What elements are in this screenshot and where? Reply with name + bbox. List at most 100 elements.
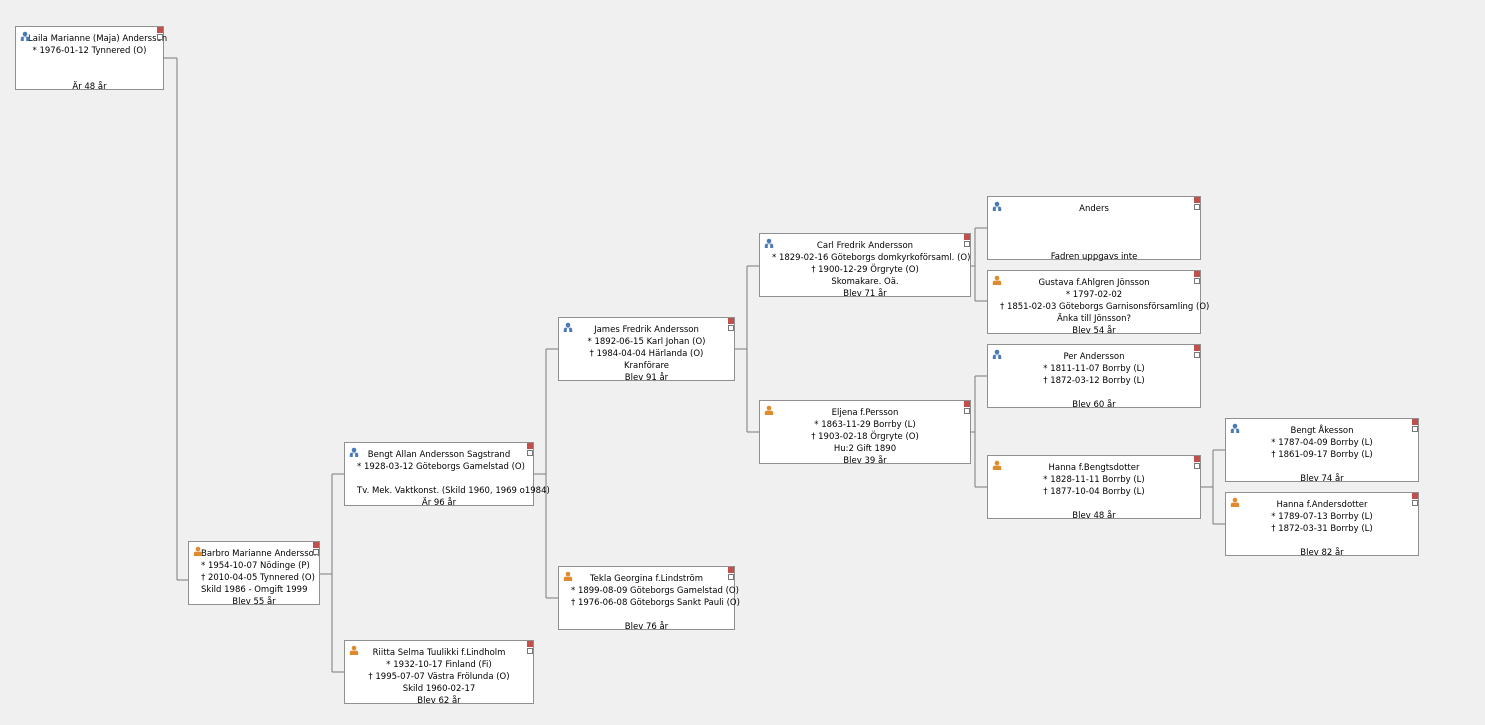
person-name: Laila Marianne (Maja) Andersson [28,34,168,44]
person-detail: Skild 1986 - Omgift 1999 [201,585,308,595]
person-card-bengt[interactable]: Bengt Allan Andersson Sagstrand* 1928-03… [344,442,550,508]
select-checkbox[interactable] [728,325,734,331]
female-person-icon [193,546,203,556]
person-age: Blev 60 år [1072,400,1116,410]
person-age: Är 96 år [421,498,457,508]
select-checkbox[interactable] [527,450,533,456]
select-checkbox[interactable] [1194,352,1200,358]
marker-icon[interactable] [1194,197,1200,203]
marker-icon[interactable] [527,443,533,449]
select-checkbox[interactable] [1412,500,1418,506]
male-person-icon [992,349,1002,359]
person-detail: * 1811-11-07 Borrby (L) [1043,364,1145,374]
person-card-james[interactable]: James Fredrik Andersson * 1892-06-15 Karl… [558,317,735,383]
marker-icon[interactable] [1412,419,1418,425]
person-detail: * 1932-10-17 Finland (Fi) [386,660,492,670]
person-detail: Skild 1960-02-17 [402,684,476,694]
male-person-icon [20,31,30,41]
person-detail: † 2010-04-05 Tynnered (O) [201,573,315,583]
person-age: Fadren uppgavs inte [1050,252,1138,262]
select-checkbox[interactable] [728,574,734,580]
select-checkbox[interactable] [313,549,319,555]
person-name: Bengt Åkesson [1290,426,1354,436]
person-card-carl[interactable]: Carl Fredrik Andersson * 1829-02-16 Göteb… [759,233,971,299]
person-name: Per Andersson [1063,352,1125,362]
person-detail: † 1877-10-04 Borrby (L) [1043,487,1145,497]
marker-icon[interactable] [1194,271,1200,277]
select-checkbox[interactable] [527,648,533,654]
person-card-laila[interactable]: Laila Marianne (Maja) Andersson* 1976-01… [15,26,168,92]
female-person-icon [349,645,359,655]
select-checkbox[interactable] [1194,278,1200,284]
person-name: Hanna f.Bengtsdotter [1048,463,1140,473]
male-person-icon [992,201,1002,211]
person-card-tekla[interactable]: Tekla Georgina f.Lindström * 1899-08-09 G… [558,566,740,632]
person-detail: * 1892-06-15 Karl Johan (O) [587,337,706,347]
person-card-eljena[interactable]: Eljena f.Persson * 1863-11-29 Borrby (L) †… [759,400,971,466]
person-name: Eljena f.Persson [831,408,899,418]
person-age: Blev 74 år [1300,474,1344,484]
person-card-barbro[interactable]: Barbro Marianne Andersson * 1954-10-07 Nö… [188,541,320,607]
marker-icon[interactable] [728,318,734,324]
person-detail: Kranförare [623,361,670,371]
person-detail: † 1900-12-29 Örgryte (O) [811,265,919,275]
person-note: Tv. Mek. Vaktkonst. (Skild 1960, 1969 o1… [357,486,550,496]
person-age: Blev 48 år [1072,511,1116,521]
female-person-icon [992,275,1002,285]
person-name: Anders [1079,204,1109,214]
person-age: Är 48 år [72,82,107,92]
female-person-icon [992,460,1002,470]
marker-icon[interactable] [527,641,533,647]
person-age: Blev 82 år [1300,548,1344,558]
person-age: Blev 76 år [624,622,669,632]
person-detail: † 1995-07-07 Västra Frölunda (O) [368,672,510,682]
person-name: Bengt Allan Andersson Sagstrand [367,450,511,460]
male-person-icon [563,322,573,332]
select-checkbox[interactable] [1194,463,1200,469]
marker-icon[interactable] [313,542,319,548]
person-card-bengt-akesson[interactable]: Bengt Åkesson * 1787-04-09 Borrby (L) † 18… [1225,418,1419,484]
person-detail: * 1899-08-09 Göteborgs Gamelstad (O) [571,586,739,596]
marker-icon[interactable] [964,234,970,240]
female-person-icon [563,571,573,581]
marker-icon[interactable] [964,401,970,407]
person-card-per[interactable]: Per Andersson * 1811-11-07 Borrby (L) † 18… [987,344,1201,410]
person-name: Carl Fredrik Andersson [816,241,914,251]
select-checkbox[interactable] [1412,426,1418,432]
person-name: James Fredrik Andersson [594,325,699,335]
person-detail: * 1954-10-07 Nödinge (P) [201,561,310,571]
person-name: Gustava f.Ahlgren Jönsson [1038,278,1150,288]
person-card-gustava[interactable]: Gustava f.Ahlgren Jönsson* 1797-02-02† 1… [987,270,1209,336]
person-card-hanna-andersdotter[interactable]: Hanna f.Andersdotter* 1789-07-13 Borrby … [1225,492,1419,558]
person-name: Hanna f.Andersdotter [1276,500,1368,510]
marker-icon[interactable] [1412,493,1418,499]
person-detail: * 1787-04-09 Borrby (L) [1271,438,1373,448]
person-card-riitta[interactable]: Riitta Selma Tuulikki f.Lindholm* 1932-1… [344,640,534,706]
select-checkbox[interactable] [964,241,970,247]
select-checkbox[interactable] [1194,204,1200,210]
person-detail: Skomakare. Oä. [831,277,899,287]
person-detail: * 1829-02-16 Göteborgs domkyrkoförsaml. … [772,253,971,263]
marker-icon[interactable] [1194,456,1200,462]
person-card-hanna[interactable]: Hanna f.Bengtsdotter* 1828-11-11 Borrby … [987,455,1201,521]
marker-icon[interactable] [157,27,163,33]
person-name: Barbro Marianne Andersson [201,549,320,559]
person-detail: Änka till Jönsson? [1056,314,1132,324]
person-detail: Blev 55 år [232,597,276,607]
male-person-icon [764,238,774,248]
select-checkbox[interactable] [157,34,163,40]
person-detail: † 1903-02-18 Örgryte (O) [811,432,919,442]
person-detail: * 1863-11-29 Borrby (L) [814,420,916,430]
person-name: Tekla Georgina f.Lindström [589,574,704,584]
person-detail: Blev 71 år [843,289,887,299]
person-detail: Blev 62 år [417,696,461,706]
person-detail: Blev 91 år [624,373,669,383]
marker-icon[interactable] [1194,345,1200,351]
person-detail: † 1872-03-31 Borrby (L) [1271,524,1373,534]
person-detail: † 1872-03-12 Borrby (L) [1043,376,1145,386]
marker-icon[interactable] [728,567,734,573]
select-checkbox[interactable] [964,408,970,414]
person-detail: † 1861-09-17 Borrby (L) [1271,450,1373,460]
